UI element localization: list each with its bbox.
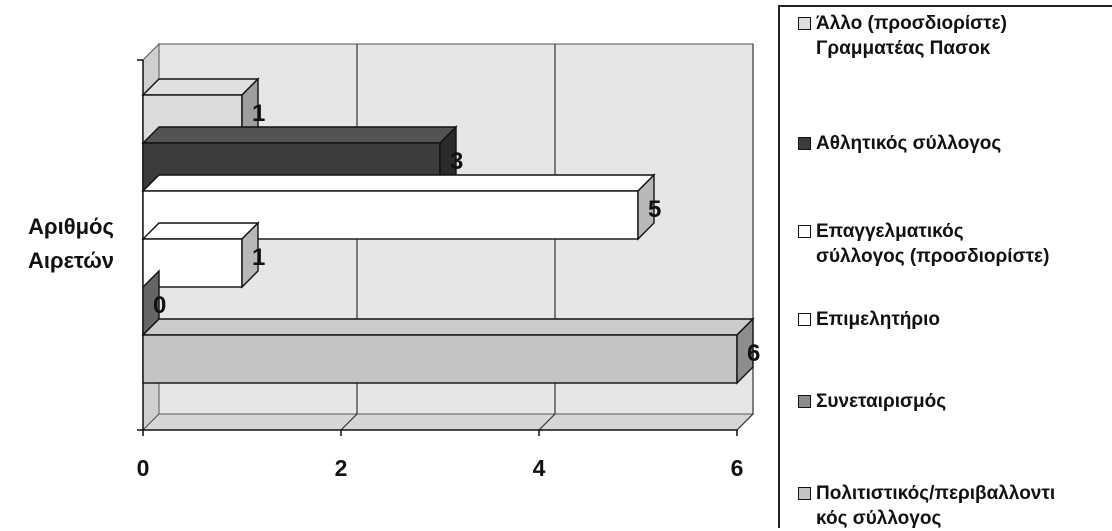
legend-label: Πολιτιστικός/περιβαλλοντι κός σύλλογος [816, 483, 1056, 529]
legend-label: Αθλητικός σύλλογος [816, 133, 1002, 154]
bar-top [141, 222, 260, 240]
data-label: 0 [153, 292, 166, 319]
legend-label: Άλλο (προσδιορίστε) Γραμματέας Πασοκ [816, 13, 1008, 59]
legend-label: Επιμελητήριο [816, 309, 941, 330]
bar-top [141, 78, 260, 96]
legend-item: Επαγγελματικός σύλλογος (προσδιορίστε) [798, 219, 1112, 269]
data-label: 5 [648, 196, 661, 223]
data-label: 3 [450, 148, 463, 175]
bar-top [141, 126, 458, 144]
legend-item: Άλλο (προσδιορίστε) Γραμματέας Πασοκ [798, 11, 1112, 61]
bar-end [736, 317, 754, 385]
data-label: 1 [252, 244, 265, 271]
chart-floor [141, 413, 755, 431]
bar-top [141, 174, 656, 192]
legend-item: Επιμελητήριο [798, 307, 1112, 332]
tick-label: 4 [533, 455, 546, 481]
legend-swatch [798, 313, 811, 326]
category-label: Αριθμός Αιρετών [27, 214, 115, 273]
tick-label: 6 [731, 455, 744, 481]
legend-swatch [798, 137, 811, 150]
legend-item: Αθλητικός σύλλογος [798, 131, 1112, 156]
legend-label: Συνεταιρισμός [816, 391, 947, 412]
legend-swatch [798, 225, 811, 238]
legend-swatch [798, 487, 811, 500]
bar-chart: 0 2 4 6 1 3 5 1 0 6 [137, 42, 760, 481]
gridline [538, 44, 556, 431]
bar-top [141, 318, 755, 336]
legend-item: Πολιτιστικός/περιβαλλοντι κός σύλλογος [798, 481, 1112, 531]
gridline [736, 44, 754, 431]
tick-label: 2 [335, 455, 348, 481]
legend-item: Συνεταιρισμός [798, 389, 1112, 414]
bar-end [637, 173, 655, 241]
legend-swatch [798, 17, 811, 30]
legend-label: Επαγγελματικός σύλλογος (προσδιορίστε) [816, 221, 1050, 267]
legend-swatch [798, 395, 811, 408]
data-label: 1 [252, 100, 265, 127]
tick-label: 0 [137, 455, 150, 481]
data-label: 6 [747, 340, 760, 367]
bar [142, 334, 738, 384]
bar-end [241, 221, 259, 289]
